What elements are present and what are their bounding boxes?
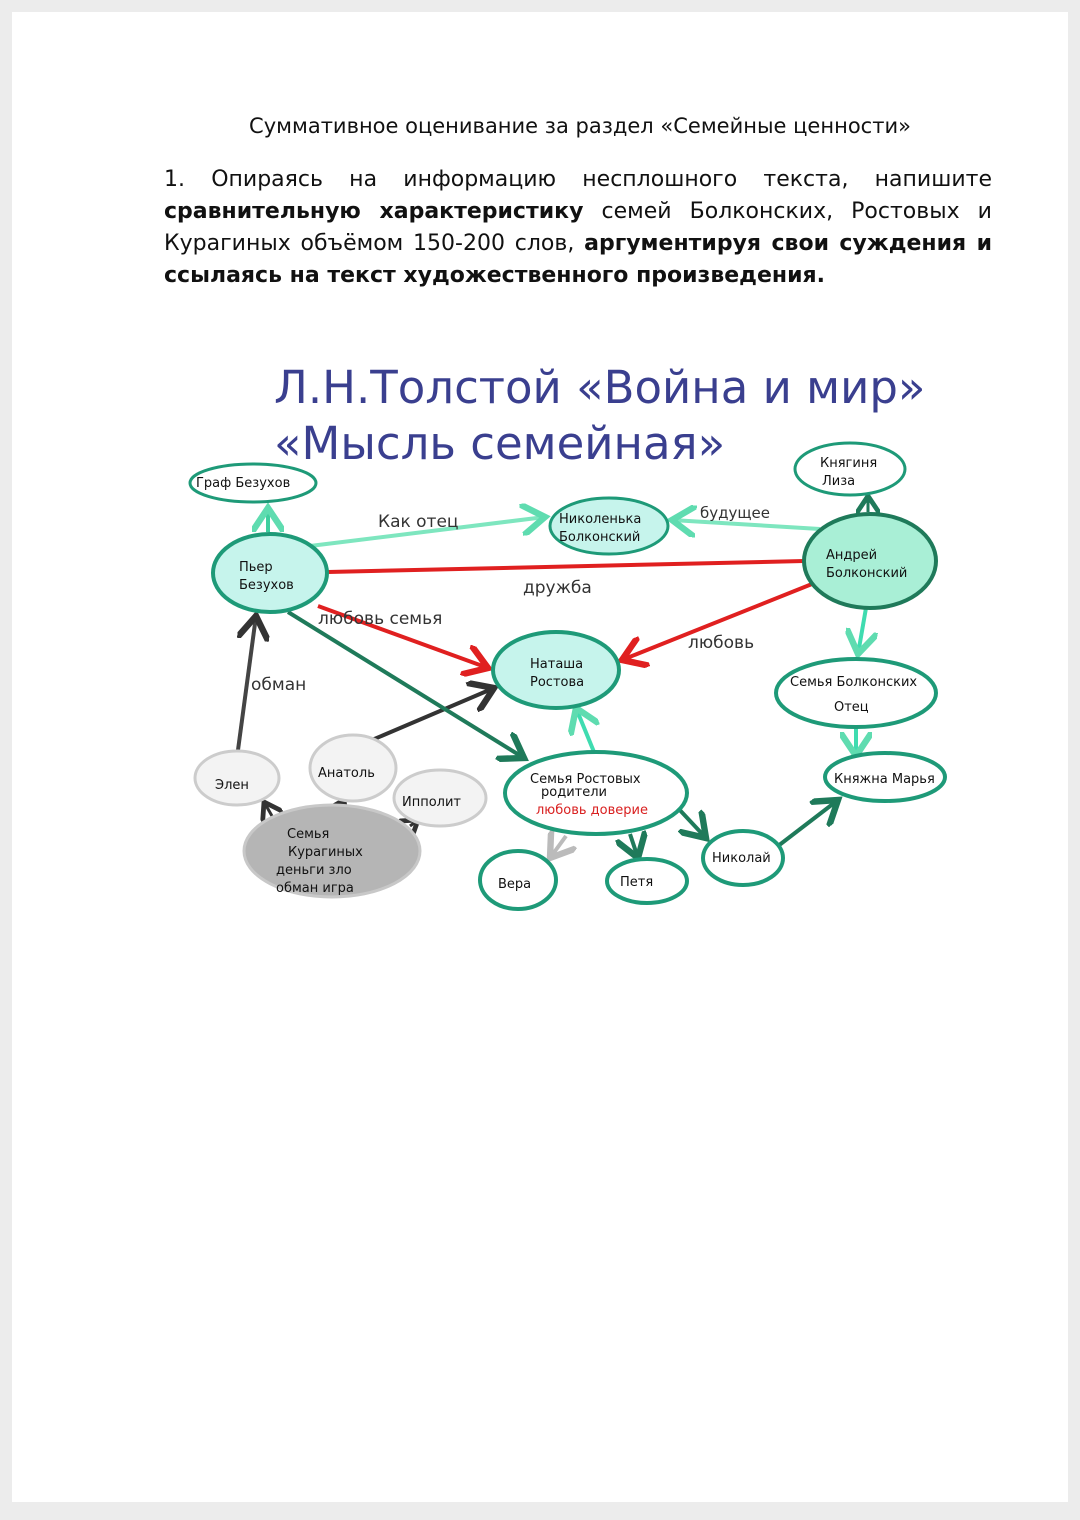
label-obman: обман (251, 675, 306, 695)
node-kuragin-family: Семья Курагиных деньги зло обман игра (242, 803, 422, 899)
svg-text:Безухов: Безухов (239, 578, 294, 593)
svg-text:Курагиных: Курагиных (288, 845, 363, 860)
svg-text:любовь доверие: любовь доверие (536, 803, 648, 818)
node-knyaginya-liza: Княгиня Лиза (793, 441, 907, 497)
node-natasha: Наташа Ростова (491, 630, 621, 710)
edge-andrey-bolkonsky-family (858, 607, 866, 654)
task-text-bold-1: сравнительную характеристику (164, 199, 584, 224)
svg-text:Княжна Марья: Княжна Марья (834, 772, 935, 787)
label-lyubov: любовь (688, 633, 754, 653)
edge-pierre-andrey (327, 559, 805, 574)
svg-text:Лиза: Лиза (822, 474, 855, 489)
svg-text:деньги зло: деньги зло (276, 863, 352, 878)
page-heading: Суммативное оценивание за раздел «Семейн… (249, 114, 911, 138)
edge-rostov-petya (630, 834, 638, 858)
svg-text:Болконский: Болконский (826, 566, 907, 581)
task-text-bold-2: аргументируя свои суждения и ссылаясь на… (164, 231, 992, 288)
svg-text:обман игра: обман игра (276, 881, 354, 896)
node-rostov-family: Семья Ростовых родители любовь доверие (503, 750, 689, 836)
svg-text:Семья: Семья (287, 827, 329, 842)
svg-text:Вера: Вера (498, 877, 531, 892)
edge-andrey-natasha (622, 582, 813, 660)
node-nikolenka: Николенька Болконский (548, 496, 670, 556)
svg-text:Ипполит: Ипполит (402, 795, 461, 810)
svg-text:Граф Безухов: Граф Безухов (196, 476, 290, 491)
node-elen: Элен (193, 749, 281, 807)
edge-elen-pierre (236, 616, 256, 751)
edge-nikolay-marya (776, 800, 838, 848)
node-andrey: Андрей Болконский (802, 512, 938, 610)
node-ippolit: Ипполит (392, 768, 488, 828)
label-lyubov-semya: любовь семья (318, 609, 442, 629)
label-druzhba: дружба (523, 578, 592, 598)
svg-text:Пьер: Пьер (239, 560, 273, 575)
svg-text:Ростова: Ростова (530, 675, 584, 690)
svg-text:Анатоль: Анатоль (318, 766, 375, 781)
edge-andrey-nikolenka (672, 520, 821, 529)
node-anatol: Анатоль (308, 733, 398, 803)
svg-text:Отец: Отец (834, 700, 869, 715)
edge-pierre-rostov (286, 610, 524, 758)
svg-text:Семья Ростовых: Семья Ростовых (530, 772, 641, 787)
svg-text:Болконский: Болконский (559, 530, 640, 545)
svg-text:Семья Болконских: Семья Болконских (790, 675, 917, 690)
node-petya: Петя (605, 857, 689, 905)
diagram-title-line-1: Л.Н.Толстой «Война и мир» (274, 361, 926, 414)
task-text: 1. Опираясь на информацию несплошного те… (164, 164, 992, 292)
node-marya: Княжна Марья (823, 751, 947, 803)
node-pierre: Пьер Безухов (211, 532, 329, 614)
task-text-part-2: семей Болконских, Ростовых и Курагиных о… (164, 199, 992, 256)
svg-text:Андрей: Андрей (826, 548, 877, 563)
diagram-title: Л.Н.Толстой «Война и мир» «Мысль семейна… (274, 360, 925, 472)
svg-text:Николенька: Николенька (559, 512, 641, 527)
node-nikolay: Николай (701, 829, 785, 887)
edge-rostov-vera (550, 836, 566, 858)
label-budushchee: будущее (700, 504, 770, 522)
diagram-title-line-2: «Мысль семейная» (274, 417, 726, 470)
task-text-part-1: 1. Опираясь на информацию несплошного те… (164, 167, 992, 192)
edge-rostov-natasha (576, 708, 594, 753)
diagram-edges (236, 496, 868, 858)
label-kak-otets: Как отец (378, 512, 459, 532)
edge-rostov-nikolay (674, 804, 706, 838)
node-graf-bezukhov: Граф Безухов (188, 462, 318, 504)
svg-text:Николай: Николай (712, 851, 771, 866)
svg-text:Княгиня: Княгиня (820, 456, 877, 471)
svg-text:Петя: Петя (620, 875, 653, 890)
svg-text:родители: родители (541, 785, 607, 800)
edge-anatol-natasha (371, 688, 494, 742)
node-vera: Вера (478, 849, 558, 911)
edge-kuragin-elen (264, 802, 272, 816)
svg-text:Элен: Элен (215, 778, 249, 793)
edge-pierre-natasha (317, 604, 488, 668)
node-bolkonsky-family: Семья Болконских Отец (774, 657, 938, 729)
svg-text:Наташа: Наташа (530, 657, 583, 672)
edge-pierre-nikolenka (309, 517, 545, 548)
edge-labels: Как отец будущее дружба любовь семья люб… (251, 504, 770, 695)
